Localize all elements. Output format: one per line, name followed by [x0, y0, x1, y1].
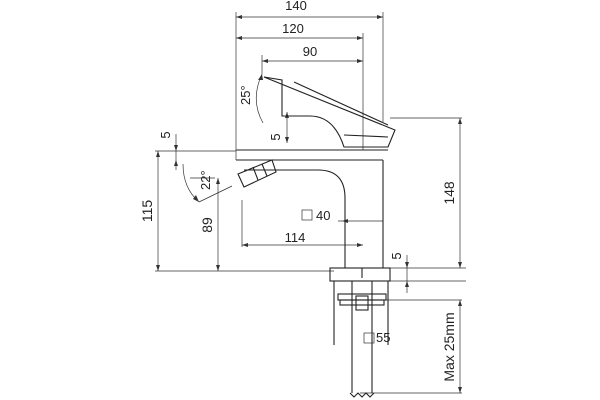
dim-aerator-height: 89	[199, 217, 215, 233]
mounting-shank	[333, 281, 389, 398]
dim-aerator-angle: 22°	[198, 170, 213, 190]
dim-lever-reach: 90	[303, 44, 317, 59]
dim-overall-width: 140	[285, 0, 307, 13]
dim-total-height: 115	[139, 200, 155, 223]
dim-spout-reach: 120	[282, 21, 304, 36]
dim-lever-angle: 25°	[238, 85, 253, 105]
base-plate	[329, 267, 391, 282]
dim-shank-section: 55	[376, 330, 390, 345]
lever-handle	[263, 76, 396, 148]
dim-aerator-reach: 114	[285, 230, 306, 245]
dim-lever-offset: 5	[268, 133, 283, 140]
dim-overall-height: 148	[441, 181, 457, 205]
mixer-outline	[236, 76, 396, 398]
dim-left-offset: 5	[158, 131, 173, 138]
mixer-body	[244, 169, 346, 268]
dim-body-section: 40	[316, 208, 330, 223]
square-icon	[363, 332, 375, 344]
dim-max-thickness: Max 25mm	[441, 312, 457, 381]
square-icon	[301, 209, 313, 221]
extension-lines	[155, 12, 466, 394]
aerator-head	[237, 159, 277, 188]
dimension-lines	[156, 15, 462, 393]
dim-base-thickness: 5	[389, 252, 404, 259]
